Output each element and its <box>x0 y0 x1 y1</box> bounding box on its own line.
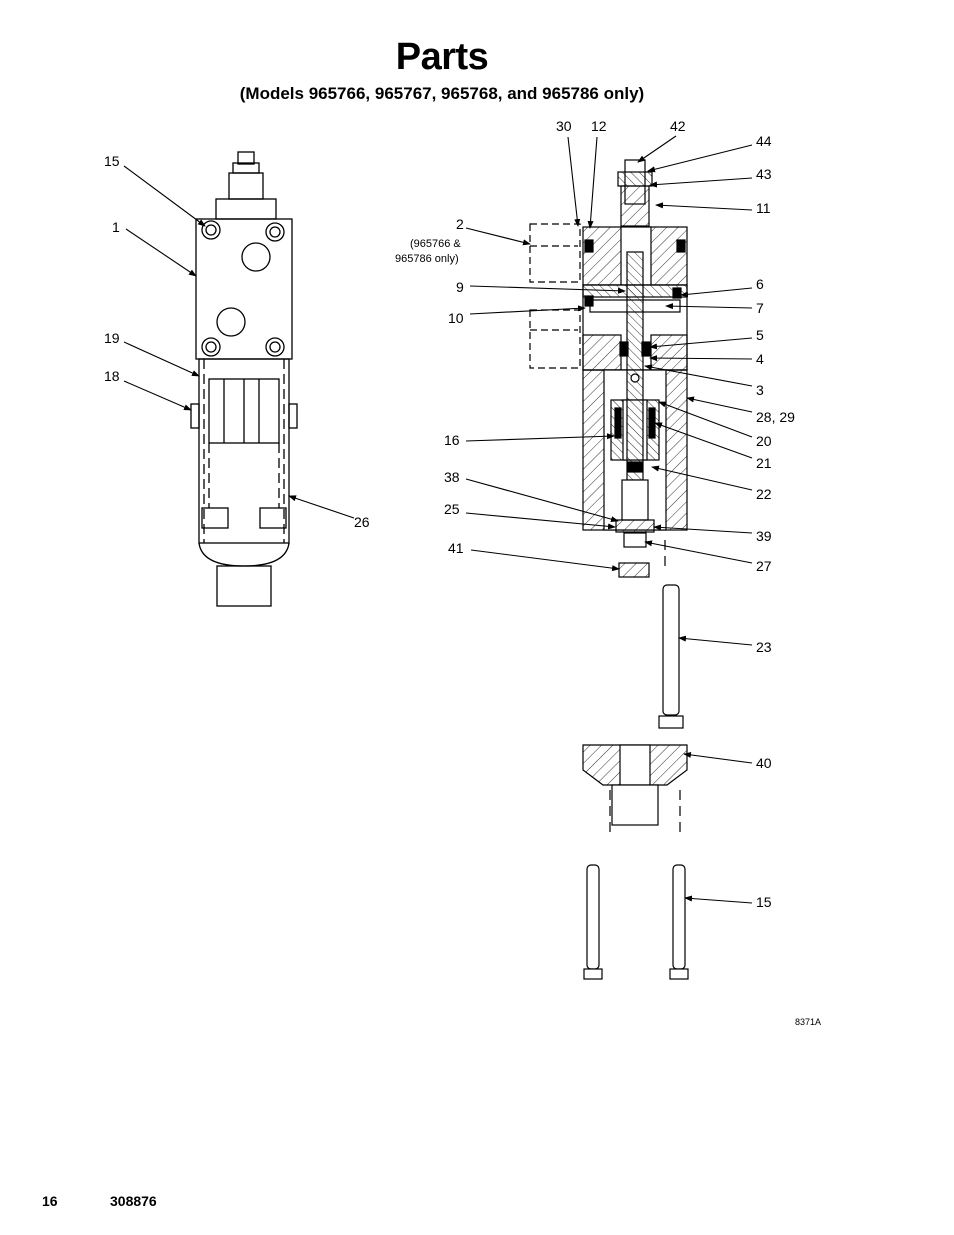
callout-1: 1 <box>112 219 120 235</box>
callout-4: 4 <box>756 351 764 367</box>
section-view <box>529 159 689 980</box>
callout-2: 2 <box>456 216 464 232</box>
callout-6: 6 <box>756 276 764 292</box>
callout-7: 7 <box>756 300 764 316</box>
callout-42: 42 <box>670 118 686 134</box>
callout-12: 12 <box>591 118 607 134</box>
callout-20: 20 <box>756 433 772 449</box>
callout-18: 18 <box>104 368 120 384</box>
callout-labels: 15 1 19 18 26 30 12 42 44 43 11 2 6 9 7 … <box>104 118 795 910</box>
page-title: Parts <box>395 36 489 78</box>
callout-40: 40 <box>756 755 772 771</box>
model-note-line2: 965786 only) <box>395 253 459 265</box>
callout-39: 39 <box>756 528 772 544</box>
callout-15-right: 15 <box>756 894 772 910</box>
callout-38: 38 <box>444 469 460 485</box>
callout-10: 10 <box>448 310 464 326</box>
callout-26: 26 <box>354 514 370 530</box>
callout-3: 3 <box>756 382 764 398</box>
document-number: 308876 <box>110 1193 157 1209</box>
callout-16: 16 <box>444 432 460 448</box>
model-note-line1: (965766 & <box>410 238 461 250</box>
callout-43: 43 <box>756 166 772 182</box>
callout-19: 19 <box>104 330 120 346</box>
callout-25: 25 <box>444 501 460 517</box>
callout-41: 41 <box>448 540 464 556</box>
callout-21: 21 <box>756 455 772 471</box>
callout-15-left: 15 <box>104 153 120 169</box>
page-subtitle: (Models 965766, 965767, 965768, and 9657… <box>239 84 645 103</box>
page-number: 16 <box>42 1193 58 1209</box>
callout-23: 23 <box>756 639 772 655</box>
callout-11: 11 <box>756 200 771 216</box>
figure-code: 8371A <box>795 1017 821 1027</box>
callout-30: 30 <box>556 118 572 134</box>
exterior-view <box>190 151 298 607</box>
leader-lines <box>123 135 753 904</box>
callout-5: 5 <box>756 327 764 343</box>
callout-44: 44 <box>756 133 772 149</box>
callout-27: 27 <box>756 558 772 574</box>
callout-9: 9 <box>456 279 464 295</box>
callout-28-29: 28, 29 <box>756 409 795 425</box>
callout-22: 22 <box>756 486 772 502</box>
